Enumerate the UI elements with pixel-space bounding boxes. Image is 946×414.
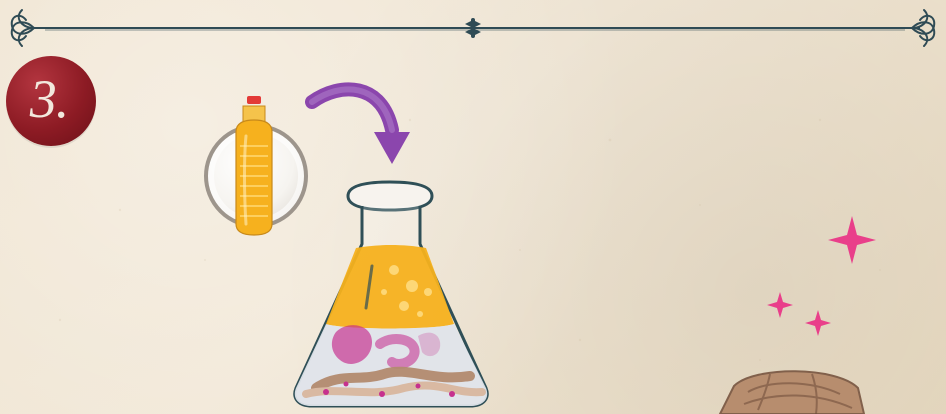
flask-icon: [295, 182, 487, 406]
curved-arrow-icon: [312, 89, 410, 164]
sparkle-icon: [767, 216, 876, 336]
wood-block: [720, 371, 864, 414]
oil-bottle-icon: [236, 96, 272, 235]
